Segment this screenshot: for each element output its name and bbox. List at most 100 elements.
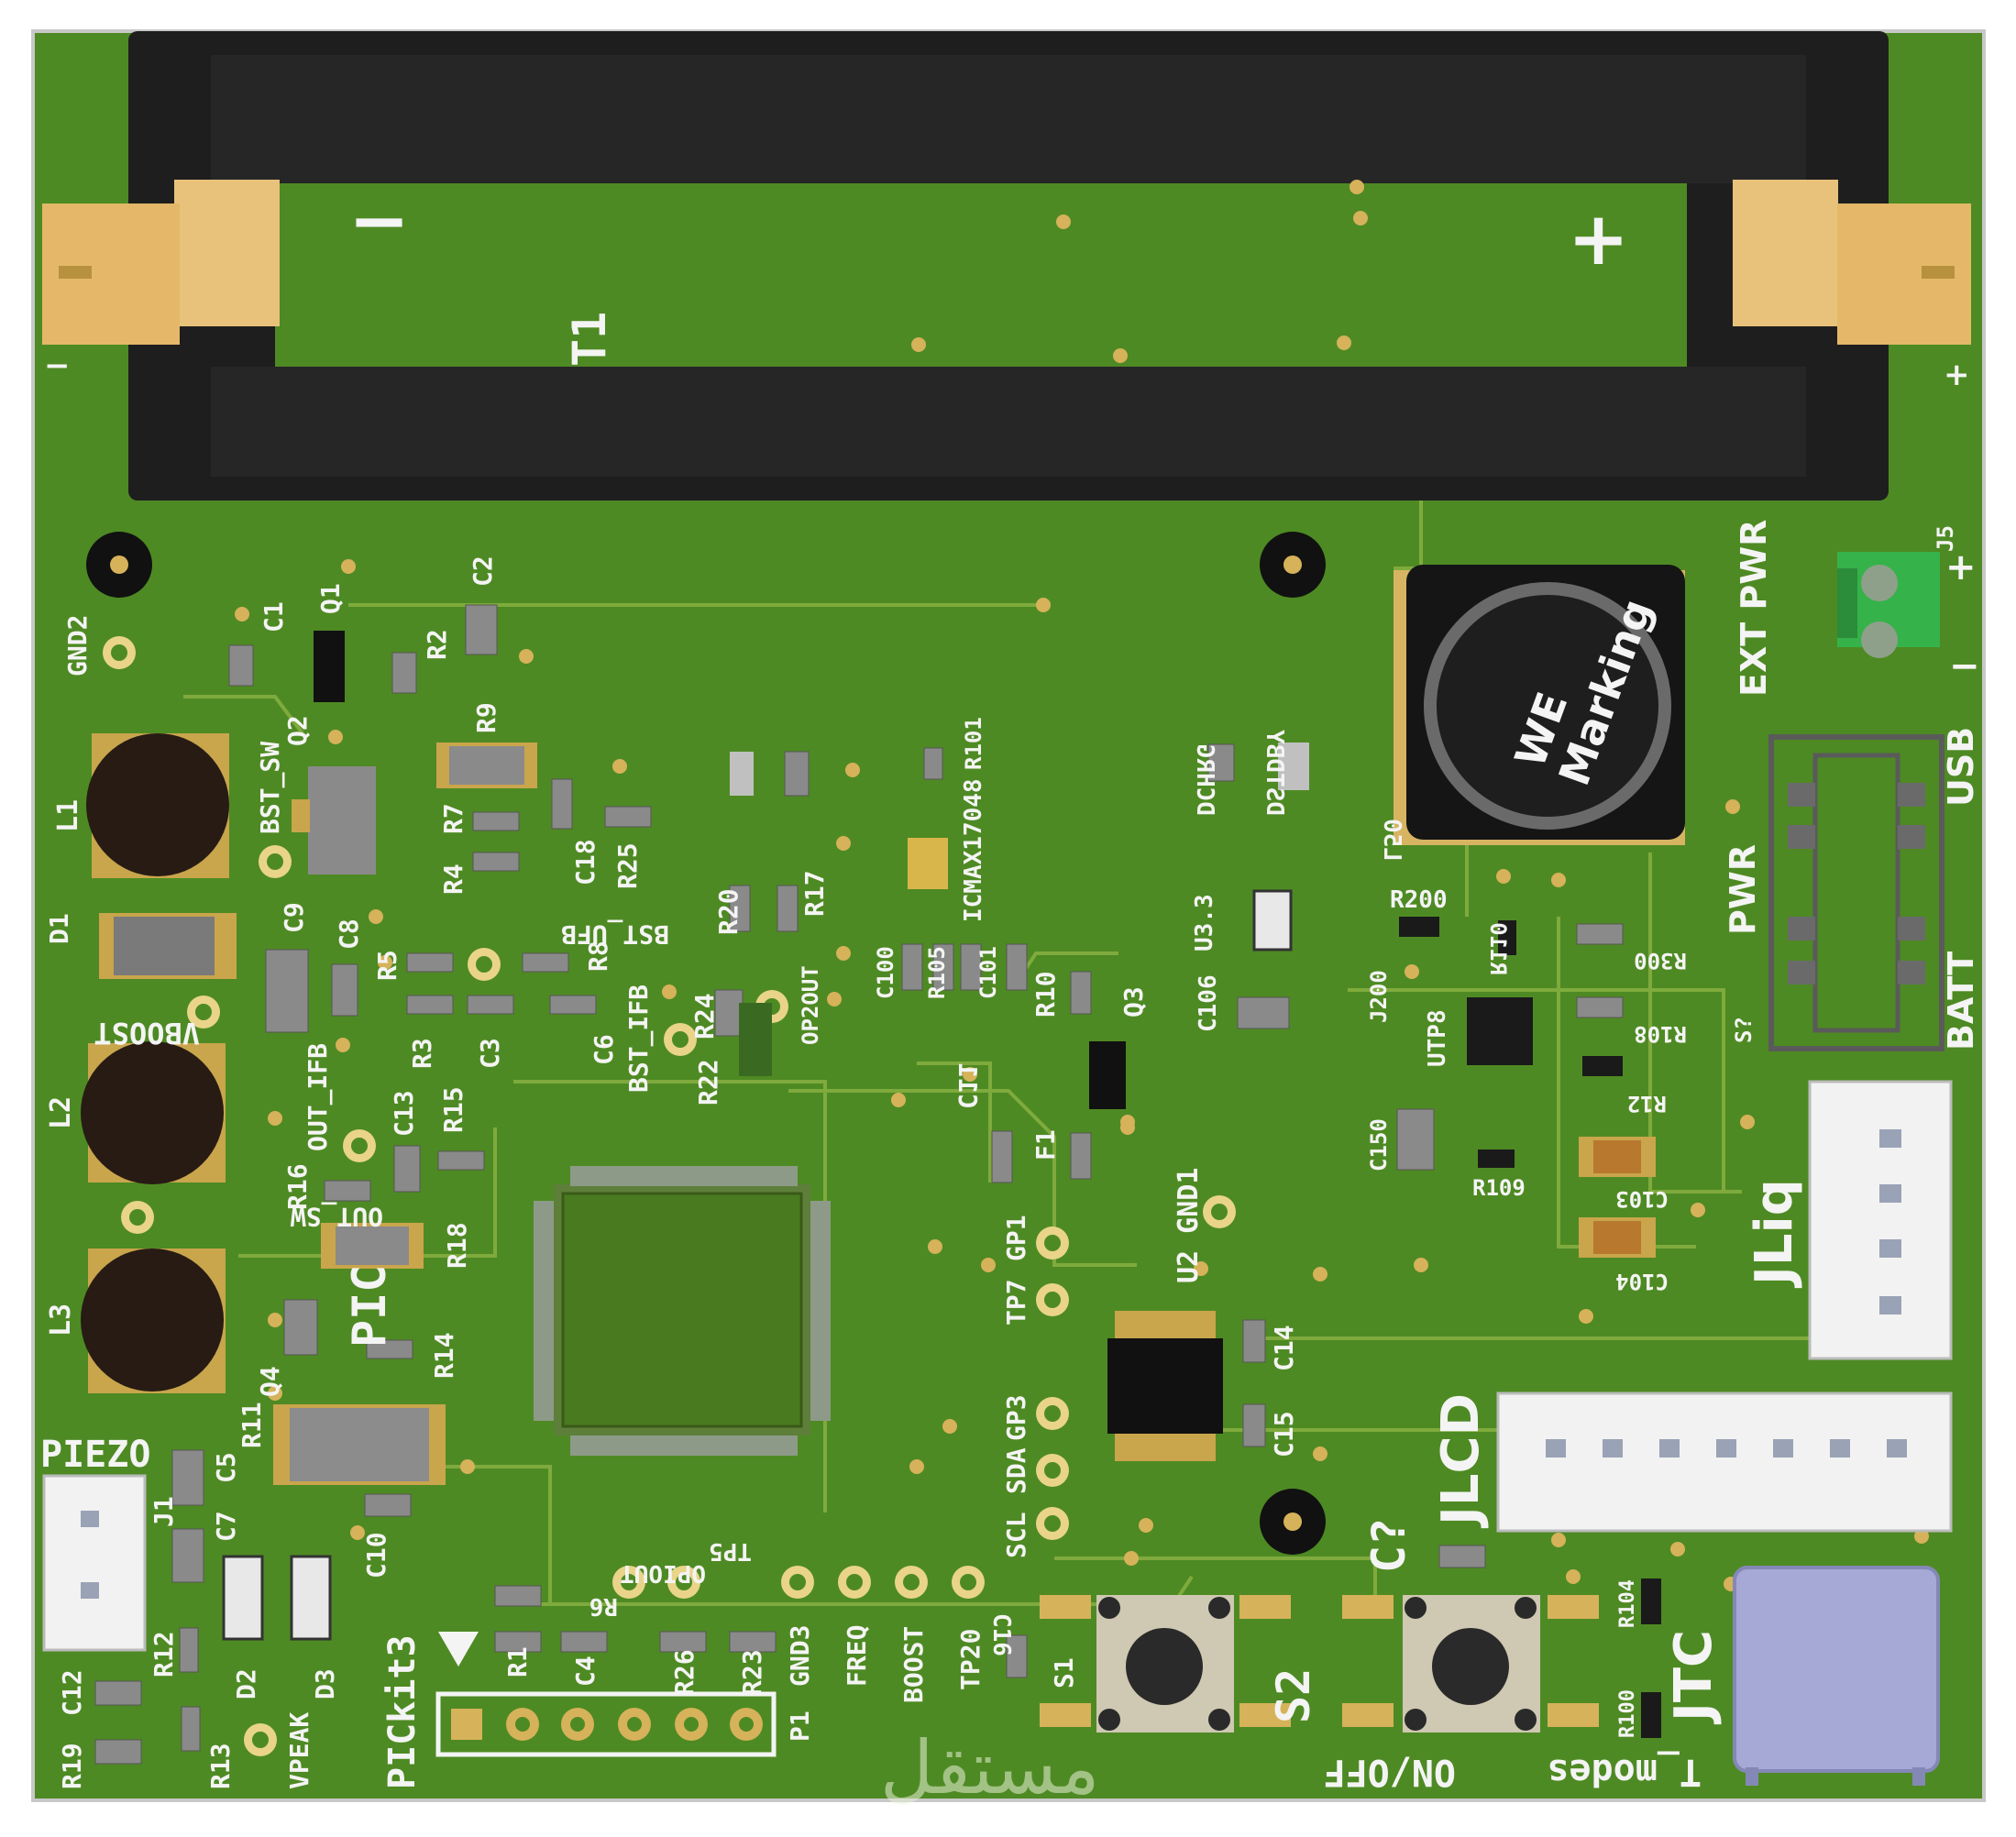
label-bst-sw: BST_SW (255, 742, 285, 834)
label-vpeak: VPEAK (284, 1712, 314, 1789)
pic-mcu (534, 1166, 831, 1456)
ic-utp8 (1467, 997, 1533, 1065)
label-q4: Q4 (255, 1366, 285, 1397)
label-bst-ufb: BST_UFB (561, 919, 669, 950)
label-gp1: GP1 (1001, 1215, 1031, 1261)
label-c5: C5 (211, 1452, 241, 1483)
label-c16: C16 (987, 1613, 1015, 1656)
label-tp7: TP7 (1001, 1279, 1031, 1326)
label-c7: C7 (211, 1511, 241, 1542)
label-l1: L1 (52, 799, 84, 832)
label-r26: R26 (669, 1649, 700, 1696)
label-pickit3: PICkit3 (381, 1634, 424, 1789)
button-on-off[interactable] (1096, 1595, 1234, 1732)
label-d1: D1 (44, 913, 74, 944)
label-j200: J200 (1366, 970, 1392, 1023)
vias (235, 180, 1929, 1591)
label-c12: C12 (57, 1669, 87, 1716)
label-r24: R24 (689, 993, 720, 1040)
label-r110: R110 (1485, 922, 1511, 975)
label-c14: C14 (1269, 1325, 1299, 1371)
label-out-sw: OUT_SW (291, 1202, 383, 1232)
label-r109: R109 (1472, 1175, 1526, 1201)
label-gnd3: GND3 (785, 1625, 815, 1687)
mounting-holes (86, 532, 1326, 1555)
label-r2: R2 (422, 629, 452, 660)
label-j5: J5 (1933, 525, 1958, 552)
label-r108: R108 (1634, 1021, 1687, 1047)
label-dchrg: DCHRG (1191, 744, 1218, 816)
battery-neg-contact (174, 180, 280, 326)
label-c100: C100 (873, 946, 898, 999)
label-r9: R9 (471, 702, 501, 733)
label-s1: S1 (1049, 1657, 1079, 1688)
inductor-l1 (86, 733, 229, 878)
label-r105: R105 (924, 946, 950, 999)
label-c106: C106 (1195, 974, 1222, 1032)
inductor-l2 (81, 1041, 226, 1184)
header-p1 (435, 1632, 777, 1757)
inductor-l50 (1394, 565, 1685, 845)
usb-pwr-batt-connector (1768, 734, 1944, 1051)
label-r17: R17 (799, 870, 830, 917)
label-r101: R101 (961, 717, 986, 770)
connector-j1-piezo (42, 1474, 147, 1652)
label-l3: L3 (45, 1304, 77, 1336)
label-r5: R5 (372, 950, 402, 981)
label-r6: R6 (589, 1592, 618, 1620)
label-r16: R16 (282, 1163, 313, 1210)
label-r14: R14 (429, 1332, 459, 1379)
label-l2: L2 (45, 1096, 77, 1129)
label-c150: C150 (1366, 1118, 1392, 1172)
label-bst-ifb: BST_IFB (623, 984, 654, 1093)
silk-horizontal: PIEZO VBOOST U2 GND1 (40, 1016, 1205, 1476)
label-pwr: PWR (1723, 844, 1763, 935)
label-c18: C18 (570, 839, 600, 886)
label-r18: R18 (442, 1222, 472, 1269)
label-tp5: TP5 (709, 1537, 752, 1565)
inductor-l3 (81, 1248, 226, 1393)
label-r15: R15 (438, 1086, 468, 1133)
label-c2: C2 (468, 556, 498, 587)
button-t-modes[interactable] (1403, 1595, 1540, 1732)
label-jtc: JTC (1664, 1630, 1724, 1725)
label-boost: BOOST (898, 1626, 929, 1703)
label-p1: P1 (785, 1710, 815, 1742)
transistor-q3 (1089, 1041, 1126, 1109)
label-d3: D3 (310, 1668, 340, 1700)
edge-neg-label: − (44, 347, 71, 384)
label-c11: C11 (953, 1062, 983, 1109)
watermark-logo: مستقل (880, 1725, 1099, 1810)
label-c13: C13 (389, 1090, 419, 1137)
label-c8: C8 (334, 918, 364, 950)
test-points (103, 636, 1236, 1756)
ic-u2 (1107, 1311, 1223, 1461)
label-r3: R3 (407, 1038, 437, 1069)
label-r11: R11 (237, 1402, 267, 1448)
label-q2: Q2 (282, 715, 313, 746)
label-utp8: UTP8 (1424, 1009, 1451, 1067)
label-r19: R19 (57, 1743, 87, 1789)
label-r20: R20 (713, 888, 744, 935)
label-q3: Q3 (1118, 986, 1149, 1018)
label-t-modes: T_modes (1547, 1751, 1702, 1793)
label-c1: C1 (259, 601, 289, 632)
smd-passives (94, 604, 1661, 1765)
transistor-q1 (314, 631, 345, 702)
label-u33: U3.3 (1191, 894, 1218, 952)
label-sq: S? (1731, 1017, 1757, 1043)
label-c15: C15 (1269, 1411, 1299, 1458)
label-r25: R25 (612, 842, 643, 889)
label-r4: R4 (438, 864, 468, 895)
label-scl: SCL (1001, 1512, 1031, 1558)
button-pads (1040, 1595, 1599, 1727)
label-r7: R7 (438, 803, 468, 834)
label-op2out: OP2OUT (798, 965, 823, 1045)
edge-pos-label: + (1944, 357, 1970, 393)
label-icmax: ICMAX17048 (960, 778, 987, 922)
label-r22: R22 (693, 1059, 723, 1106)
label-freq: FREQ (842, 1625, 872, 1687)
connector-jlcd (1496, 1392, 1953, 1533)
ldo-u33 (1252, 889, 1293, 952)
